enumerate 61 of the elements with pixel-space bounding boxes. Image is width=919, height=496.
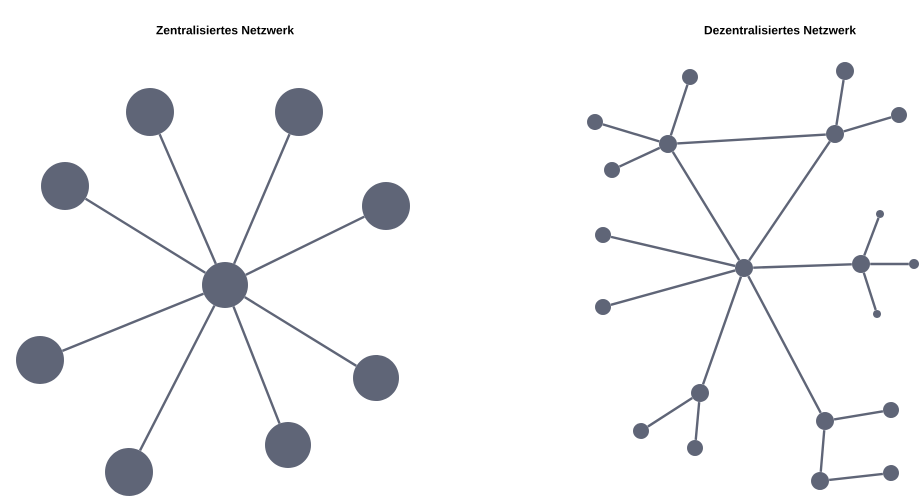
network-node bbox=[126, 88, 174, 136]
connection-line bbox=[829, 472, 883, 482]
connection-line bbox=[820, 430, 826, 472]
network-node bbox=[691, 384, 709, 402]
network-node bbox=[265, 422, 311, 468]
connection-line bbox=[748, 140, 831, 262]
connection-line bbox=[677, 133, 826, 145]
network-node bbox=[587, 114, 603, 130]
connection-line bbox=[84, 198, 206, 274]
connection-line bbox=[672, 151, 740, 261]
connection-line bbox=[834, 410, 884, 421]
network-node bbox=[595, 299, 611, 315]
network-node bbox=[816, 412, 834, 430]
network-node bbox=[891, 107, 907, 123]
network-node bbox=[633, 423, 649, 439]
connection-line bbox=[158, 134, 217, 264]
network-node bbox=[811, 472, 829, 490]
connection-line bbox=[232, 306, 281, 424]
network-node bbox=[16, 336, 64, 384]
network-node bbox=[876, 210, 884, 218]
heading: Zentralisiertes Netzwerk bbox=[156, 26, 294, 34]
network-node bbox=[41, 162, 89, 210]
network-node bbox=[105, 448, 153, 496]
network-node bbox=[604, 162, 620, 178]
network-node bbox=[595, 227, 611, 243]
connection-line bbox=[863, 218, 880, 256]
connection-line bbox=[835, 80, 845, 126]
network-node bbox=[353, 355, 399, 401]
connection-line bbox=[138, 305, 216, 452]
network-node bbox=[873, 310, 881, 318]
connection-line bbox=[602, 123, 660, 142]
connection-line bbox=[694, 402, 700, 440]
connection-line bbox=[647, 396, 693, 428]
network-node bbox=[826, 125, 844, 143]
connection-line bbox=[245, 216, 365, 276]
connection-line bbox=[670, 84, 689, 136]
connection-line bbox=[753, 263, 852, 269]
connection-line bbox=[233, 134, 291, 264]
network-node bbox=[852, 255, 870, 273]
connection-line bbox=[610, 236, 736, 268]
connection-line bbox=[843, 116, 892, 133]
network-node bbox=[687, 440, 703, 456]
connection-line bbox=[62, 292, 204, 352]
connection-line bbox=[610, 269, 736, 306]
heading: Dezentralisiertes Netzwerk bbox=[704, 26, 856, 34]
connection-line bbox=[244, 296, 357, 367]
network-node bbox=[202, 262, 248, 308]
connection-line bbox=[870, 262, 909, 266]
network-node bbox=[735, 259, 753, 277]
network-node bbox=[682, 69, 698, 85]
connection-line bbox=[862, 272, 877, 310]
network-node bbox=[909, 259, 919, 269]
network-node bbox=[883, 402, 899, 418]
network-node bbox=[836, 62, 854, 80]
connection-line bbox=[618, 146, 660, 168]
network-node bbox=[362, 182, 410, 230]
network-node bbox=[883, 465, 899, 481]
connection-line bbox=[747, 276, 822, 414]
network-node bbox=[275, 88, 323, 136]
network-node bbox=[659, 135, 677, 153]
connection-line bbox=[702, 276, 742, 385]
